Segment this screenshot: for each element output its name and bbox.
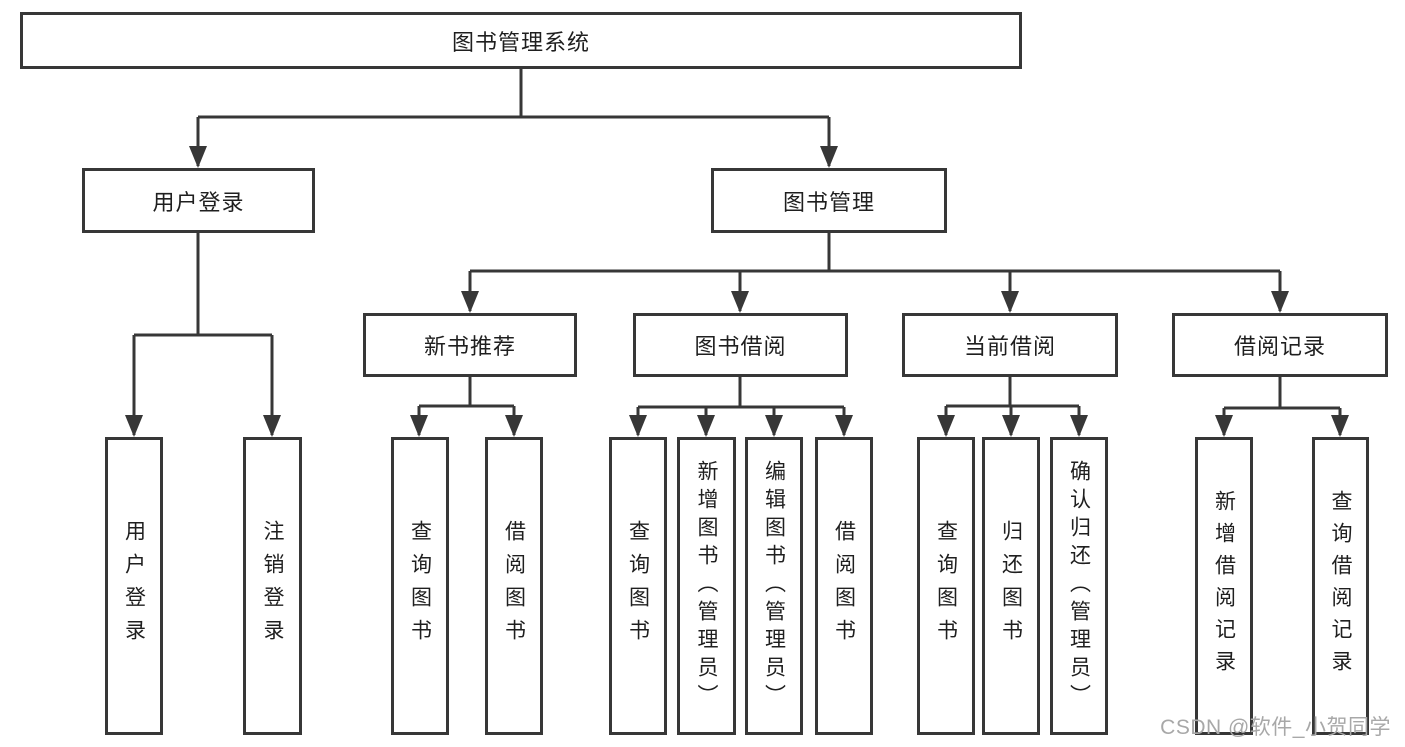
node-label: 借阅记录	[1233, 334, 1326, 359]
leaf-borrow-book: 借阅图书	[815, 437, 873, 735]
node-new-book-recommend: 新书推荐	[363, 313, 577, 377]
node-label: 新增借阅记录	[1212, 490, 1236, 682]
node-label: 查询借阅记录	[1329, 490, 1352, 682]
node-current-borrow: 当前借阅	[902, 313, 1118, 377]
node-label: 当前借阅	[963, 334, 1056, 359]
node-label: 图书管理系统	[451, 29, 590, 55]
node-label: 确认归还（管理员）	[1067, 460, 1091, 712]
node-label: 用户登录	[122, 520, 146, 652]
leaf-confirm-return-admin: 确认归还（管理员）	[1050, 437, 1108, 735]
node-label: 借阅图书	[502, 520, 526, 652]
node-label: 借阅图书	[832, 520, 856, 652]
leaf-add-book-admin: 新增图书（管理员）	[677, 437, 736, 735]
node-book-borrow: 图书借阅	[633, 313, 848, 377]
node-label: 查询图书	[934, 520, 958, 652]
node-label: 新增图书（管理员）	[695, 460, 718, 712]
leaf-borrow-book-recommend: 借阅图书	[485, 437, 543, 735]
node-label: 图书借阅	[694, 334, 787, 359]
leaf-return-book: 归还图书	[982, 437, 1040, 735]
node-borrow-records: 借阅记录	[1172, 313, 1388, 377]
leaf-query-book-borrow: 查询图书	[609, 437, 667, 735]
leaf-edit-book-admin: 编辑图书（管理员）	[745, 437, 803, 735]
node-root: 图书管理系统	[20, 12, 1022, 69]
node-user-login: 用户登录	[82, 168, 315, 233]
node-label: 归还图书	[999, 520, 1023, 652]
leaf-query-borrow-record: 查询借阅记录	[1312, 437, 1369, 735]
node-label: 注销登录	[261, 520, 284, 652]
node-label: 新书推荐	[423, 334, 516, 359]
leaf-query-book-current: 查询图书	[917, 437, 975, 735]
tree-edges	[132, 69, 1342, 435]
node-book-management: 图书管理	[711, 168, 947, 233]
leaf-query-book-recommend: 查询图书	[391, 437, 449, 735]
node-label: 查询图书	[626, 520, 650, 652]
node-label: 图书管理	[782, 189, 875, 215]
arrowheads	[125, 146, 1349, 437]
leaf-logout: 注销登录	[243, 437, 302, 735]
node-label: 编辑图书（管理员）	[762, 460, 786, 712]
csdn-watermark: CSDN @软件_小贺同学	[1160, 716, 1391, 739]
leaf-add-borrow-record: 新增借阅记录	[1195, 437, 1253, 735]
node-label: 用户登录	[152, 189, 245, 215]
node-label: 查询图书	[408, 520, 432, 652]
leaf-user-login: 用户登录	[105, 437, 163, 735]
